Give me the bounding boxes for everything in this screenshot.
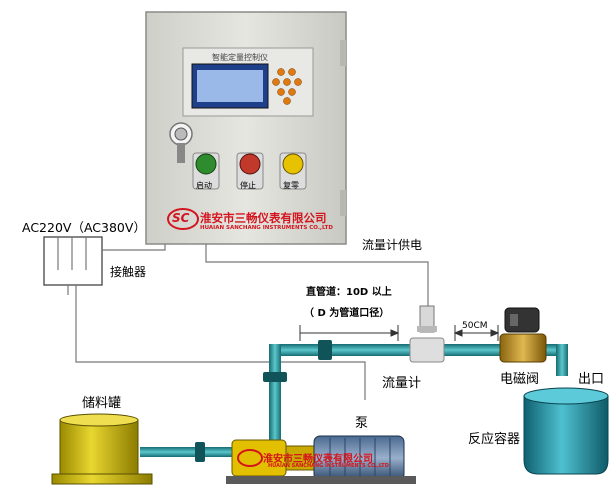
reactor-vessel [523, 387, 609, 475]
brand-name-cn: 淮安市三畅仪表有限公司 [200, 211, 327, 225]
screen-caption: 智能定量控制仪 [212, 53, 268, 62]
solenoid-valve [499, 307, 547, 363]
control-cabinet [145, 11, 347, 245]
straight-pipe-label: 直管道：10D 以上 [306, 287, 392, 298]
flowmeter-label: 流量计 [382, 376, 422, 391]
reactor-label: 反应容器 [468, 432, 521, 447]
contactor-label: 接触器 [110, 265, 147, 279]
storage-tank-label: 储料罐 [82, 396, 122, 411]
pump-brand-name: 淮安市三畅仪表有限公司 [263, 454, 373, 465]
reset-button-label[interactable]: 复零 [283, 181, 299, 190]
wiring [43, 236, 429, 400]
pump-brand-name-en: HUAIAN SANCHANG INSTRUMENTS CO.,LTD [268, 463, 389, 469]
power-label: AC220V（AC380V） [22, 220, 146, 235]
solenoid-valve-label: 电磁阀 [500, 372, 540, 387]
pipe-diameter-note: （ D 为管道口径） [304, 308, 390, 319]
pump [226, 435, 416, 484]
brand-name-en: HUAIAN SANCHANG INSTRUMENTS CO.,LTD [200, 225, 333, 231]
pump-label: 泵 [355, 416, 369, 431]
flowmeter-power-label: 流量计供电 [362, 238, 423, 252]
stop-button-label[interactable]: 停止 [240, 181, 256, 190]
start-button-label[interactable]: 启动 [196, 181, 212, 190]
outlet-label: 出口 [578, 372, 605, 387]
flowmeter [409, 305, 445, 363]
dimension-arrows [299, 325, 500, 341]
distance-label: 50CM [462, 321, 488, 331]
storage-tank [51, 413, 153, 485]
brand-logo: SC [172, 211, 190, 225]
